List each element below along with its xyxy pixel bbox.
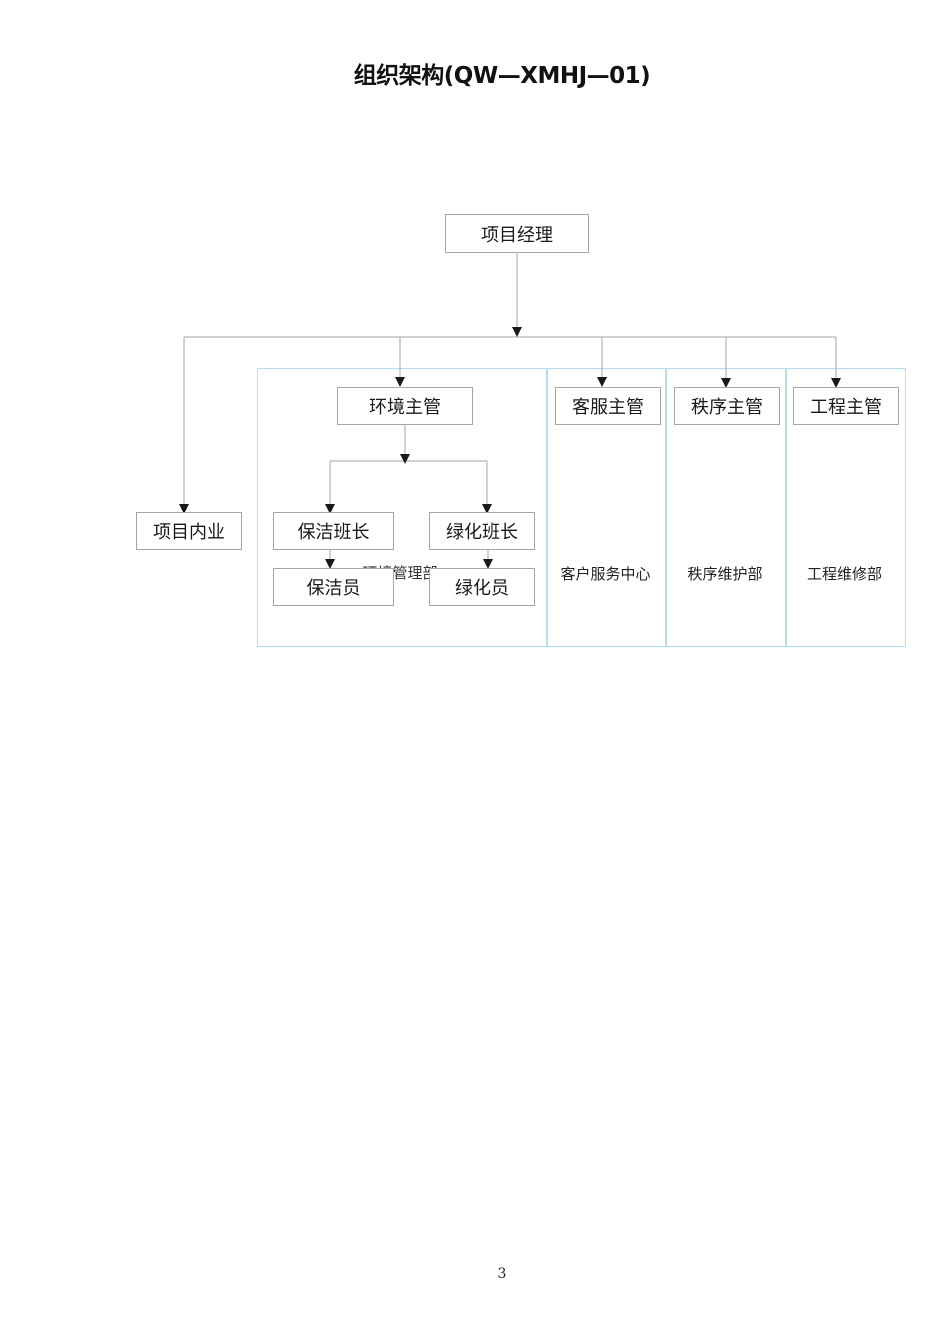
node-project-internal: 项目内业 [136,512,242,550]
arrow-order [721,378,731,388]
dept-frame-env [257,368,548,647]
arrow-internal [179,504,189,514]
arrow-manager-bus [512,327,522,337]
node-cs-supervisor: 客服主管 [555,387,661,425]
node-cleaning-lead: 保洁班长 [273,512,394,550]
node-project-manager: 项目经理 [445,214,589,253]
dept-frame-cs [546,368,667,647]
arrow-gardener [483,559,493,569]
arrow-greening-lead [482,504,492,514]
page-number: 3 [497,1266,507,1282]
arrow-env [395,377,405,387]
page-title: 组织架构(QW—XMHJ—01) [353,63,651,89]
node-env-supervisor: 环境主管 [337,387,473,425]
node-cleaner: 保洁员 [273,568,394,606]
dept-frame-eng [785,368,906,647]
arrow-cleaner [325,559,335,569]
dept-label-order: 秩序维护部 [687,565,763,583]
arrow-cleaning-lead [325,504,335,514]
arrow-cs [597,377,607,387]
dept-label-eng: 工程维修部 [806,565,882,583]
node-greening-lead: 绿化班长 [429,512,535,550]
arrow-env-sub [400,454,410,464]
node-order-supervisor: 秩序主管 [674,387,780,425]
arrow-eng [831,378,841,388]
dept-label-cs: 客户服务中心 [560,565,651,583]
node-eng-supervisor: 工程主管 [793,387,899,425]
node-gardener: 绿化员 [429,568,535,606]
